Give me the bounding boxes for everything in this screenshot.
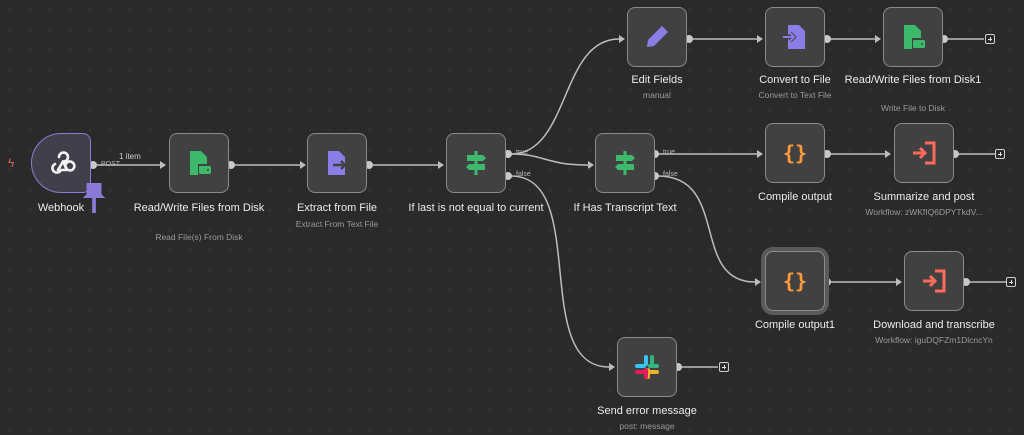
convert-file-subtitle: Convert to Text File (758, 90, 832, 100)
if-last-title: If last is not equal to current (408, 202, 544, 214)
extract-file-subtitle: Extract From Text File (295, 219, 379, 229)
summarize-node[interactable] (894, 123, 954, 183)
read-files-title: Read/Write Files from Disk (133, 202, 265, 214)
if-last-true-label: true (516, 149, 529, 156)
webhook-node[interactable] (31, 133, 106, 213)
edit-fields-node[interactable] (627, 7, 687, 67)
connection-iftranscript-compile1 (657, 175, 756, 283)
add-node-after-slack-button[interactable] (719, 362, 729, 372)
webhook-method-label: POST (101, 161, 121, 168)
if-transcript-false-label: false (663, 171, 678, 178)
if-transcript-node[interactable] (595, 133, 655, 193)
if-transcript-true-label: true (663, 149, 676, 156)
if-last-false-label: false (516, 171, 531, 178)
extract-file-node[interactable] (307, 133, 367, 193)
add-node-after-summarize-button[interactable] (995, 149, 1005, 159)
read-files-subtitle: Read File(s) From Disk (155, 232, 243, 242)
add-node-after-download-button[interactable] (1006, 277, 1016, 287)
if-last-node[interactable] (446, 133, 506, 193)
compile-output1-node[interactable]: {} (765, 251, 825, 311)
add-node-after-write-button[interactable] (985, 34, 995, 44)
code-braces-icon: {} (783, 141, 807, 165)
execute-workflow-icon (913, 141, 936, 165)
download-subtitle: Workflow: iguDQFZm1DlcncYn (875, 335, 993, 345)
download-node[interactable] (904, 251, 964, 311)
svg-text:{}: {} (783, 141, 807, 165)
write-files-node[interactable] (883, 7, 943, 67)
slack-node[interactable] (617, 337, 677, 397)
trigger-bolt-icon: ϟ (8, 156, 15, 170)
connection-if-slack (510, 175, 610, 368)
pencil-icon (647, 26, 668, 47)
extract-file-icon (328, 151, 347, 175)
svg-text:{}: {} (783, 269, 807, 293)
compile-output-node[interactable]: {} (765, 123, 825, 183)
summarize-title: Summarize and post (873, 191, 975, 203)
connection-if-edit (510, 38, 620, 155)
slack-subtitle: post: message (619, 421, 675, 431)
write-files-subtitle: Write File to Disk (880, 103, 946, 113)
convert-file-title: Convert to File (759, 74, 831, 86)
convert-file-node[interactable] (765, 7, 825, 67)
pin-icon (82, 183, 106, 213)
if-transcript-title: If Has Transcript Text (573, 202, 677, 214)
read-files-node[interactable] (169, 133, 229, 193)
edit-fields-subtitle: manual (643, 90, 671, 100)
signpost-icon (615, 151, 635, 175)
webhook-icon (51, 151, 76, 174)
convert-file-icon (783, 25, 805, 49)
slack-title: Send error message (597, 405, 697, 417)
execute-workflow-icon (923, 269, 946, 293)
webhook-title: Webhook (37, 202, 85, 214)
summarize-subtitle: Workflow: zWKfIQ6DPYTkdV... (865, 207, 983, 217)
file-disk-icon (904, 25, 925, 49)
compile-output-title: Compile output (758, 191, 832, 203)
connection-if-iftranscript (510, 153, 589, 166)
slack-icon (635, 355, 659, 379)
edge-item-count: 1 item (119, 152, 141, 161)
compile-output1-title: Compile output1 (754, 319, 836, 331)
edit-fields-title: Edit Fields (631, 74, 683, 86)
extract-file-title: Extract from File (296, 202, 378, 214)
file-disk-icon (190, 151, 211, 175)
download-title: Download and transcribe (873, 319, 995, 331)
signpost-icon (466, 151, 486, 175)
write-files-title: Read/Write Files from Disk1 (844, 74, 982, 86)
code-braces-icon: {} (783, 269, 807, 293)
